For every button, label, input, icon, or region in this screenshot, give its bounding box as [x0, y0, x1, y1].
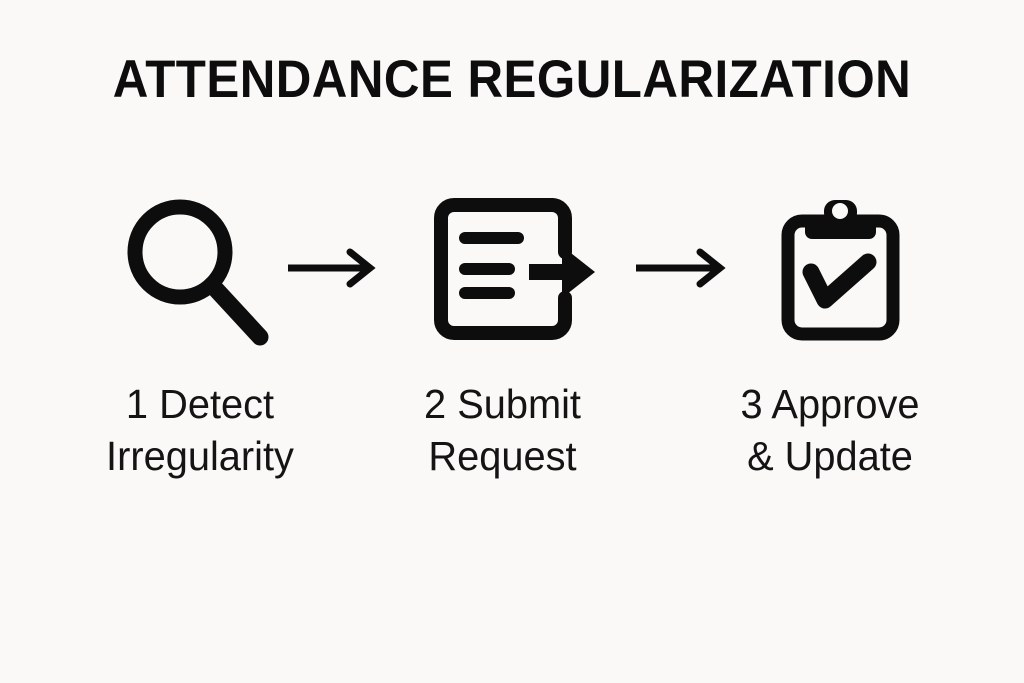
step-1-caption-line-1: 1 Detect	[125, 381, 275, 427]
step-3-caption: 3 Approve & Update	[694, 378, 966, 482]
step-2-caption: 2 Submit Request	[393, 378, 611, 482]
step-1-caption: 1 Detect Irregularity	[64, 378, 336, 482]
step-3-caption-line-2: & Update	[747, 433, 913, 479]
arrow-right-icon	[282, 244, 392, 292]
arrow-right-icon	[628, 244, 738, 292]
step-2-caption-line-2: Request	[428, 433, 577, 479]
document-export-arrow-icon	[410, 180, 610, 355]
step-1-caption-line-2: Irregularity	[106, 433, 294, 479]
step-3-caption-line-1: 3 Approve	[740, 381, 920, 427]
process-flow	[0, 180, 1024, 360]
page-title: ATTENDANCE REGULARIZATION	[112, 50, 912, 109]
step-captions: 1 Detect Irregularity 2 Submit Request 3…	[0, 378, 1024, 498]
clipboard-check-icon	[740, 180, 940, 355]
magnifier-icon	[100, 180, 300, 355]
step-2-caption-line-1: 2 Submit	[424, 381, 581, 427]
